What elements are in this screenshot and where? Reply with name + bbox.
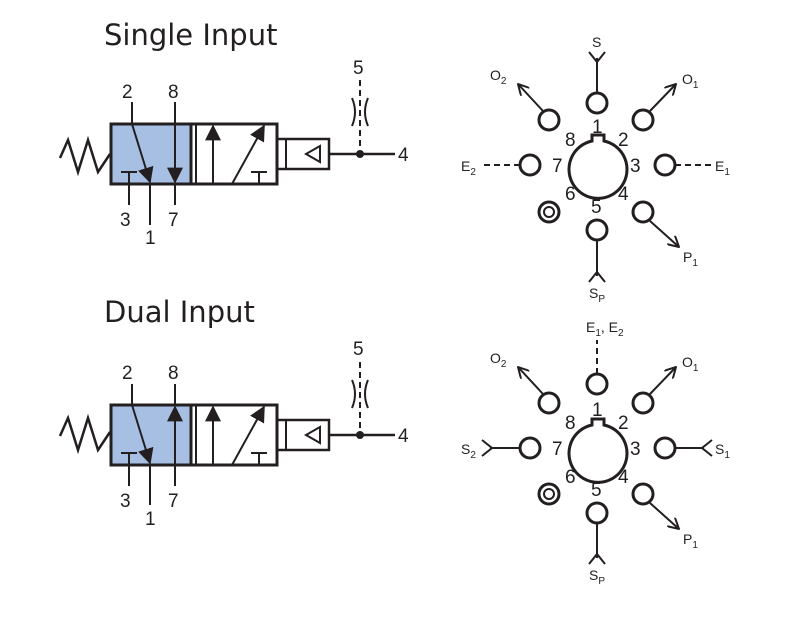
dial-label-left: E2	[461, 158, 476, 178]
pilot-port-label: 5	[353, 339, 364, 360]
junction-dot	[356, 150, 364, 158]
supply-fork-icon	[700, 439, 713, 457]
dial-port-circle	[585, 218, 609, 242]
dial-number: 4	[618, 184, 629, 205]
section-title: Dual Input	[104, 295, 255, 329]
dial-label-lower-right: P1	[683, 249, 698, 269]
port-label: 3	[120, 491, 131, 512]
dial-number: 4	[618, 467, 629, 488]
dial-label-lower-right: P1	[683, 531, 698, 551]
restrictor-icon	[351, 97, 356, 127]
dial-port-circle	[585, 372, 609, 396]
port-dial: 1 2 3 4 5 6 7 8 E1, E2 O2 O1 S2 S1 P1 SP	[461, 319, 730, 587]
supply-fork-icon	[588, 552, 606, 565]
valve-symbol: 2 8 3 1 7 5 4	[58, 58, 409, 249]
dial-label-upper-left: O2	[490, 67, 507, 87]
restrictor-icon	[351, 379, 356, 409]
pilot-actuator	[275, 418, 331, 452]
dial-port-circle	[537, 391, 561, 415]
port-label: 8	[168, 363, 179, 384]
dial-number: 7	[552, 439, 563, 460]
output-port-label: 4	[398, 145, 409, 166]
dial-label-top: E1, E2	[586, 319, 624, 339]
dial-label-left: S2	[461, 441, 476, 461]
port-label: 7	[168, 210, 179, 231]
valve-symbol: 2 8 3 1 7 5 4	[58, 339, 409, 530]
pilot-triangle-icon	[303, 425, 321, 445]
dial-center	[567, 133, 629, 200]
dial-number: 5	[591, 197, 602, 218]
port-label: 3	[120, 210, 131, 231]
spring-icon	[58, 413, 112, 455]
dial-number: 8	[565, 130, 576, 151]
output-port-label: 4	[398, 426, 409, 447]
dial-port-circle	[631, 391, 655, 415]
dial-port-circle	[653, 436, 677, 460]
section-single-input: Single Input	[58, 18, 730, 305]
supply-fork-icon	[481, 439, 494, 457]
valve-position-block	[189, 403, 279, 467]
dial-port-circle	[631, 200, 655, 224]
dial-number: 3	[630, 156, 641, 177]
supply-fork-icon	[588, 270, 606, 283]
port-label: 1	[145, 228, 156, 249]
port-label: 1	[145, 509, 156, 530]
dial-label-right: S1	[715, 441, 730, 461]
dial-number: 5	[591, 480, 602, 501]
dial-label-right: E1	[715, 158, 730, 178]
dial-number: 2	[618, 130, 629, 151]
dial-label-upper-right: O1	[682, 354, 699, 374]
dial-center	[567, 417, 629, 484]
dial-number: 2	[618, 413, 629, 434]
dial-number: 1	[592, 400, 603, 421]
dial-port-circle	[631, 482, 655, 506]
dial-port-circle	[653, 153, 677, 177]
dial-port-circle	[537, 108, 561, 132]
port-label: 2	[122, 82, 133, 103]
dial-port-circle	[537, 200, 561, 224]
section-dual-input: Dual Input 2	[58, 295, 730, 587]
dial-label-bottom: SP	[589, 285, 605, 305]
supply-fork-icon	[588, 51, 606, 64]
dial-label-upper-left: O2	[490, 350, 507, 370]
pilot-actuator	[275, 137, 331, 171]
valve-position-block	[189, 122, 279, 186]
port-label: 8	[168, 82, 179, 103]
dial-number: 8	[565, 413, 576, 434]
dial-port-circle	[585, 501, 609, 525]
section-title: Single Input	[104, 18, 277, 52]
dial-label-top: S	[592, 34, 601, 50]
dial-port-circle	[537, 482, 561, 506]
dial-number: 1	[592, 117, 603, 138]
dial-port-circle	[631, 108, 655, 132]
dial-label-bottom: SP	[589, 567, 605, 587]
port-label: 7	[168, 491, 179, 512]
dial-number: 3	[630, 439, 641, 460]
pilot-triangle-icon	[303, 144, 321, 164]
dial-port-circle	[518, 153, 542, 177]
valve-position-block-active	[109, 403, 193, 467]
dial-number: 6	[565, 184, 576, 205]
port-dial: 1 2 3 4 5 6 7 8 S O2 O1 E2 E1 P1 SP	[461, 34, 730, 305]
dial-label-upper-right: O1	[682, 71, 699, 91]
dial-port-circle	[585, 91, 609, 115]
spring-icon	[58, 135, 112, 177]
junction-dot	[356, 431, 364, 439]
dial-number: 7	[552, 156, 563, 177]
dial-port-circle	[518, 436, 542, 460]
pilot-port-label: 5	[353, 58, 364, 79]
dial-number: 6	[565, 467, 576, 488]
port-label: 2	[122, 363, 133, 384]
valve-position-block-active	[109, 122, 193, 186]
